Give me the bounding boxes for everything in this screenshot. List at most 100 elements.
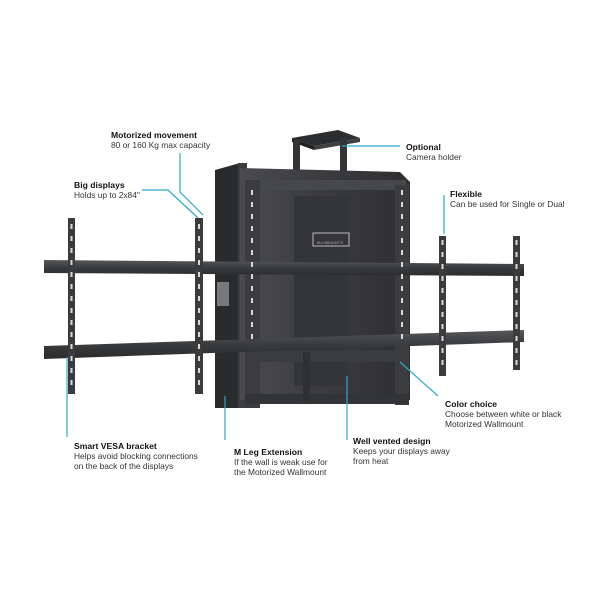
bracket-hole (198, 236, 200, 241)
bracket-hole (441, 324, 444, 329)
bracket-hole (198, 272, 200, 277)
callout-desc: Keeps your displays away (353, 446, 450, 457)
callout-smart-vesa: Smart VESA bracket Helps avoid blocking … (74, 441, 198, 471)
bracket-hole (251, 226, 253, 231)
bracket-hole (441, 336, 444, 341)
bracket-hole (251, 334, 253, 339)
bracket-hole (401, 286, 403, 291)
bracket-hole (401, 310, 403, 315)
bracket-hole (198, 296, 200, 301)
bracket-hole (70, 236, 73, 241)
bracket-hole (70, 260, 73, 265)
bracket-hole (198, 320, 200, 325)
logo-text: MULTIBRACKETS (317, 241, 344, 245)
callout-flexible: Flexible Can be used for Single or Dual (450, 189, 565, 209)
bracket-hole (515, 312, 518, 317)
bracket-hole (70, 344, 73, 349)
callout-line-big-displays (142, 189, 199, 219)
back-panel (240, 168, 410, 400)
camera-holder (292, 130, 360, 190)
bracket-hole (401, 214, 403, 219)
callout-desc: on the back of the displays (74, 461, 174, 472)
bracket-hole (515, 324, 518, 329)
bracket-hole (515, 264, 518, 269)
bracket-hole (251, 286, 253, 291)
callout-desc: Helps avoid blocking connections (74, 451, 198, 462)
bracket-hole (198, 380, 200, 385)
horizontal-rails (44, 260, 524, 359)
bracket-hole (515, 336, 518, 341)
callout-desc: from heat (353, 456, 389, 467)
bracket-hole (70, 284, 73, 289)
callout-desc: 80 or 160 Kg max capacity (111, 140, 211, 151)
bracket-hole (198, 368, 200, 373)
callout-desc: If the wall is weak use for (234, 457, 328, 468)
bracket-hole (441, 240, 444, 245)
bracket-hole (198, 224, 200, 229)
bracket-holes (70, 190, 518, 385)
bracket-hole (251, 202, 253, 207)
callout-motorized: Motorized movement 80 or 160 Kg max capa… (111, 130, 210, 150)
callout-m-leg: M Leg Extension If the wall is weak use … (234, 447, 328, 477)
bracket-hole (401, 238, 403, 243)
bracket-hole (251, 238, 253, 243)
bracket-hole (70, 224, 73, 229)
bracket-hole (70, 296, 73, 301)
callout-big-displays: Big displays Holds up to 2x84" (74, 180, 140, 200)
bracket-hole (198, 332, 200, 337)
bracket-hole (441, 348, 444, 353)
bracket-hole (401, 250, 403, 255)
bracket-hole (70, 308, 73, 313)
bracket-hole (401, 202, 403, 207)
bracket-hole (401, 322, 403, 327)
callout-desc: Motorized Wallmount (445, 419, 524, 430)
bracket-hole (251, 298, 253, 303)
bracket-hole (70, 380, 73, 385)
bracket-hole (198, 260, 200, 265)
bracket-hole (515, 360, 518, 365)
bracket-hole (401, 190, 403, 195)
bracket-hole (251, 214, 253, 219)
bracket-hole (198, 344, 200, 349)
callout-desc: Holds up to 2x84" (74, 190, 140, 201)
callout-title: Flexible (450, 189, 482, 199)
bracket-hole (441, 276, 444, 281)
callout-title: Color choice (445, 399, 498, 409)
bracket-hole (441, 312, 444, 317)
bracket-hole (70, 368, 73, 373)
bracket-hole (251, 274, 253, 279)
bracket-hole (70, 356, 73, 361)
bracket-hole (401, 334, 403, 339)
callout-desc: Camera holder (406, 152, 462, 163)
callout-desc: Can be used for Single or Dual (450, 199, 565, 210)
bracket-hole (401, 262, 403, 267)
callout-title: Well vented design (353, 436, 431, 446)
bracket-hole (198, 356, 200, 361)
bracket-hole (515, 240, 518, 245)
bracket-hole (515, 276, 518, 281)
callout-desc: the Motorized Wallmount (234, 467, 327, 478)
bracket-hole (251, 322, 253, 327)
bracket-hole (515, 252, 518, 257)
bracket-hole (70, 332, 73, 337)
callout-title: Optional (406, 142, 441, 152)
callout-well-vented: Well vented design Keeps your displays a… (353, 436, 450, 466)
callout-desc: Choose between white or black (445, 409, 562, 420)
bracket-hole (251, 310, 253, 315)
callout-title: M Leg Extension (234, 447, 303, 457)
bracket-hole (515, 288, 518, 293)
bracket-hole (251, 262, 253, 267)
callout-color-choice: Color choice Choose between white or bla… (445, 399, 561, 429)
bracket-hole (198, 308, 200, 313)
bracket-hole (441, 264, 444, 269)
bracket-hole (401, 298, 403, 303)
bracket-hole (70, 248, 73, 253)
bracket-hole (251, 250, 253, 255)
bracket-hole (441, 360, 444, 365)
bracket-hole (70, 272, 73, 277)
bracket-hole (441, 300, 444, 305)
bracket-hole (198, 284, 200, 289)
bracket-hole (441, 252, 444, 257)
